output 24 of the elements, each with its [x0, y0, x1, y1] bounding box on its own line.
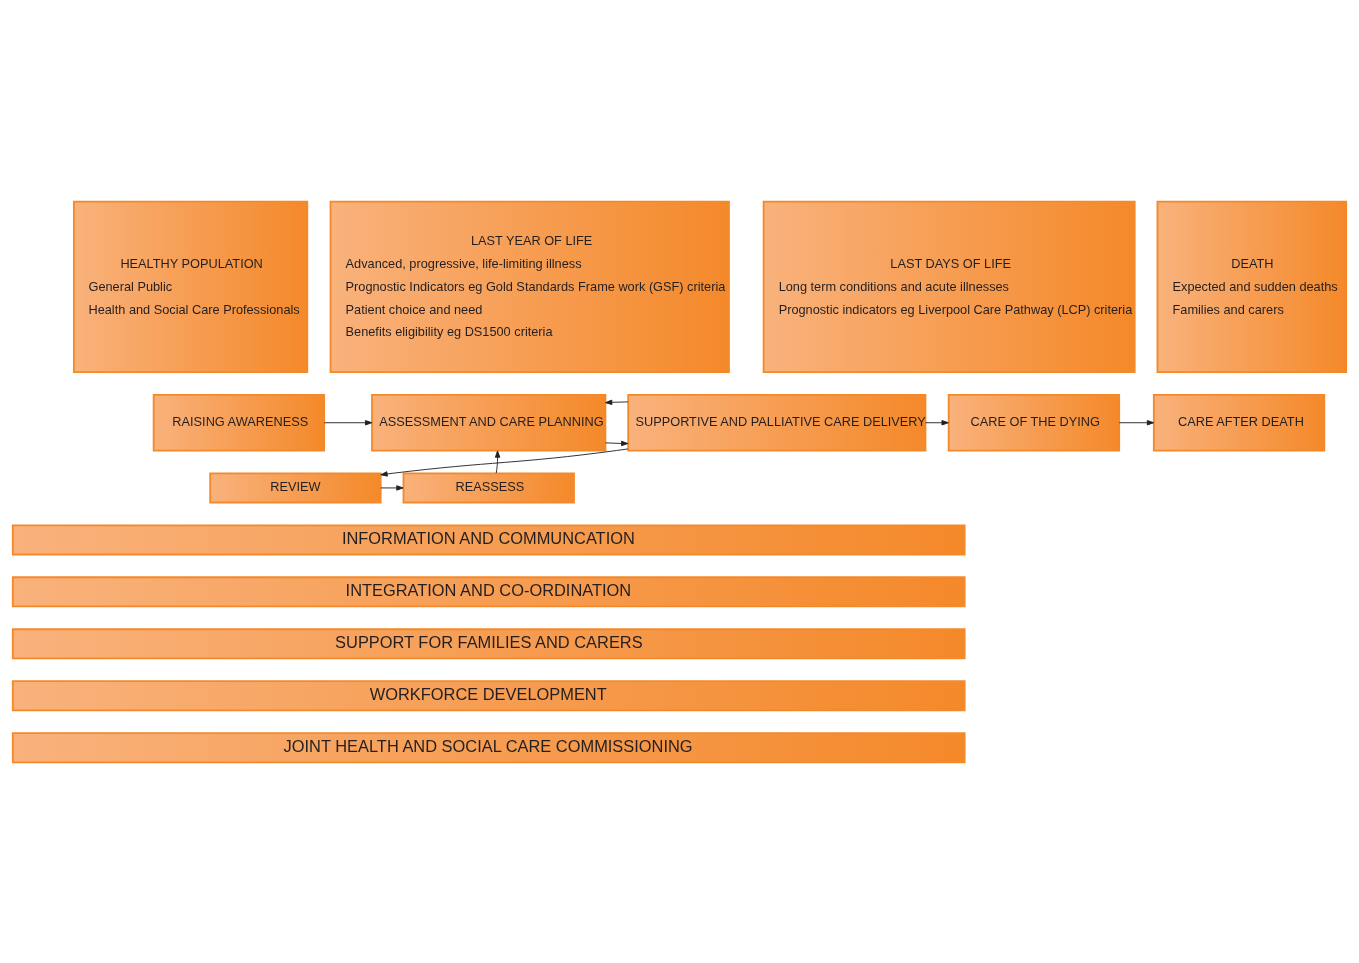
node-box: SUPPORT FOR FAMILIES AND CARERS — [11, 627, 966, 659]
node-box: LAST DAYS OF LIFE Long term conditions and acute illnesses Prognostic indicators eg Liverpool Care Pathway (LCP) criteria — [762, 200, 1136, 373]
node-box: INFORMATION AND COMMUNCATION — [11, 523, 966, 555]
node-box: ASSESSMENT AND CARE PLANNING — [371, 393, 607, 451]
node-box: JOINT HEALTH AND SOCIAL CARE COMMISSIONING — [11, 731, 966, 763]
node-box: LAST YEAR OF LIFE Advanced, progressive, life-limiting illness Prognostic Indicators eg Gold Standards Frame work (GSF) criteria Patient choice and need Benefits eligibility eg DS1500 criteria — [329, 200, 730, 373]
arrow — [605, 440, 629, 446]
node-box: DEATH Expected and sudden deaths Families and carers — [1156, 200, 1348, 373]
arrow — [380, 484, 404, 491]
node-box: SUPPORTIVE AND PALLIATIVE CARE DELIVERY — [627, 393, 927, 451]
node-box: INTEGRATION AND CO-ORDINATION — [11, 575, 966, 607]
node-box: WORKFORCE DEVELOPMENT — [11, 679, 966, 711]
arrow — [605, 399, 629, 405]
node-box: REASSESS — [402, 471, 575, 503]
node-box: RAISING AWARENESS — [152, 393, 326, 451]
arrow — [925, 419, 949, 425]
node-box: REVIEW — [209, 471, 382, 503]
arrow — [1118, 419, 1155, 425]
node-box: CARE AFTER DEATH — [1152, 393, 1326, 451]
node-box: HEALTHY POPULATION General Public Health and Social Care Professionals — [73, 200, 309, 373]
arrow — [323, 419, 373, 425]
node-box: CARE OF THE DYING — [947, 393, 1121, 451]
arrow — [494, 449, 501, 473]
arrow — [380, 448, 629, 477]
